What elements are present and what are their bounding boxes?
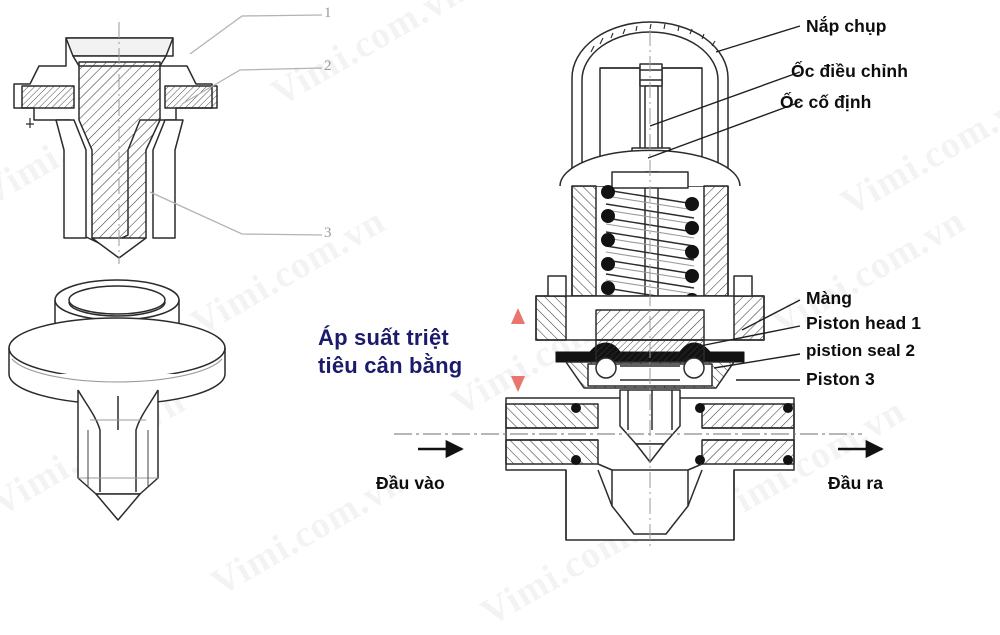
pressure-balance-annotation-line2: tiêu cân bằng bbox=[318, 353, 463, 378]
label-oc-co-dinh: Ốc cố định bbox=[780, 92, 872, 112]
callout-leaders bbox=[149, 14, 323, 236]
callout-number-3: 3 bbox=[324, 225, 332, 241]
callout-number-2: 2 bbox=[324, 58, 332, 74]
label-oc-dieu-chinh: Ốc điều chỉnh bbox=[791, 61, 909, 81]
pressure-reducing-valve-section bbox=[394, 21, 862, 548]
label-pistion-seal-2: pistion seal 2 bbox=[806, 341, 916, 360]
label-mang: Màng bbox=[806, 288, 853, 308]
pressure-balance-annotation-line1: Áp suất triệt bbox=[318, 325, 449, 350]
callout-number-1: 1 bbox=[324, 5, 332, 21]
technical-drawing bbox=[8, 14, 884, 548]
pressure-balance-arrow bbox=[511, 308, 525, 392]
label-piston-3: Piston 3 bbox=[806, 369, 875, 389]
piston-section-view bbox=[13, 22, 218, 264]
label-inlet: Đầu vào bbox=[376, 473, 445, 493]
label-leaders bbox=[647, 25, 801, 381]
label-piston-head-1: Piston head 1 bbox=[806, 313, 922, 333]
label-nap-chup: Nắp chụp bbox=[806, 16, 887, 36]
label-outlet: Đầu ra bbox=[828, 473, 884, 493]
piston-isometric-view bbox=[8, 279, 226, 521]
